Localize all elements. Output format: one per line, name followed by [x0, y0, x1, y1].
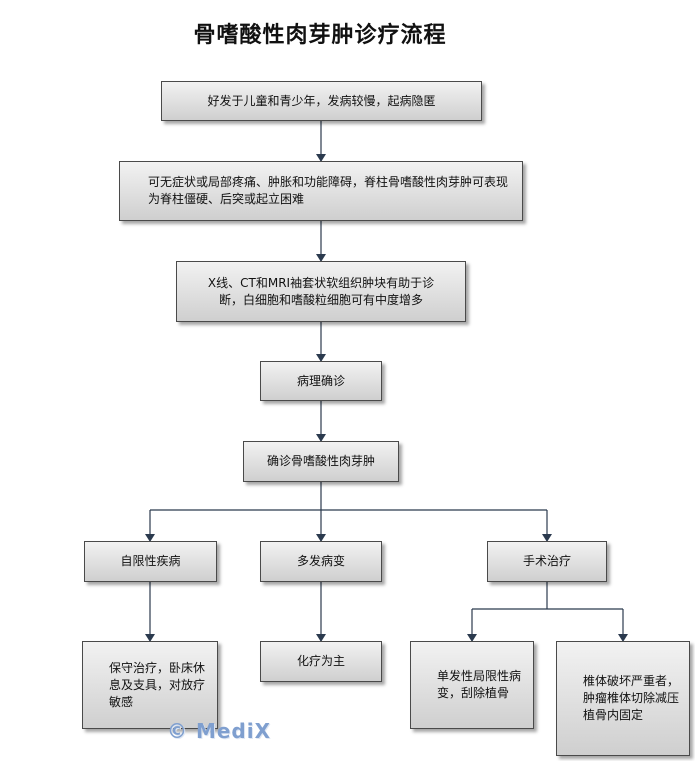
- node-vertebral: 椎体破坏严重者，肿瘤椎体切除减压植骨内固定: [556, 641, 690, 756]
- node-chemo: 化疗为主: [260, 641, 382, 682]
- node-pathology: 病理确诊: [260, 361, 382, 401]
- node-symptoms: 可无症状或局部疼痛、肿胀和功能障碍，脊柱骨嗜酸性肉芽肿可表现为脊柱僵硬、后突或起…: [119, 161, 523, 221]
- node-diagnosis: 确诊骨嗜酸性肉芽肿: [243, 441, 399, 482]
- node-surgery: 手术治疗: [487, 541, 607, 582]
- node-single-lesion: 单发性局限性病变，刮除植骨: [410, 641, 534, 729]
- node-pathology-label: 病理确诊: [296, 373, 345, 388]
- node-surgery-label: 手术治疗: [522, 554, 571, 568]
- node-conservative: 保守治疗，卧床休息及支具，对放疗敏感: [82, 641, 218, 729]
- node-self-limiting: 自限性疾病: [84, 541, 217, 582]
- node-multiple: 多发病变: [260, 541, 382, 582]
- node-symptoms-label: 可无症状或局部疼痛、肿胀和功能障碍，脊柱骨嗜酸性肉芽肿可表现为脊柱僵硬、后突或起…: [148, 175, 509, 206]
- node-single-lesion-label: 单发性局限性病变，刮除植骨: [437, 669, 522, 700]
- node-diagnosis-label: 确诊骨嗜酸性肉芽肿: [266, 454, 375, 468]
- page-title: 骨嗜酸性肉芽肿诊疗流程: [193, 23, 447, 48]
- watermark: © MediX: [167, 719, 272, 743]
- node-imaging-label: X线、CT和MRI袖套状软组织肿块有助于诊断，白细胞和嗜酸粒细胞可有中度增多: [207, 275, 435, 307]
- node-multiple-label: 多发病变: [296, 554, 345, 568]
- node-onset: 好发于儿童和青少年，发病较慢，起病隐匿: [161, 81, 482, 121]
- node-onset-label: 好发于儿童和青少年，发病较慢，起病隐匿: [207, 93, 436, 108]
- node-self-limiting-label: 自限性疾病: [120, 554, 181, 568]
- node-conservative-label: 保守治疗，卧床休息及支具，对放疗敏感: [109, 660, 206, 709]
- node-vertebral-label: 椎体破坏严重者，肿瘤椎体切除减压植骨内固定: [583, 674, 680, 722]
- node-chemo-label: 化疗为主: [296, 654, 345, 668]
- node-imaging: X线、CT和MRI袖套状软组织肿块有助于诊断，白细胞和嗜酸粒细胞可有中度增多: [176, 261, 466, 322]
